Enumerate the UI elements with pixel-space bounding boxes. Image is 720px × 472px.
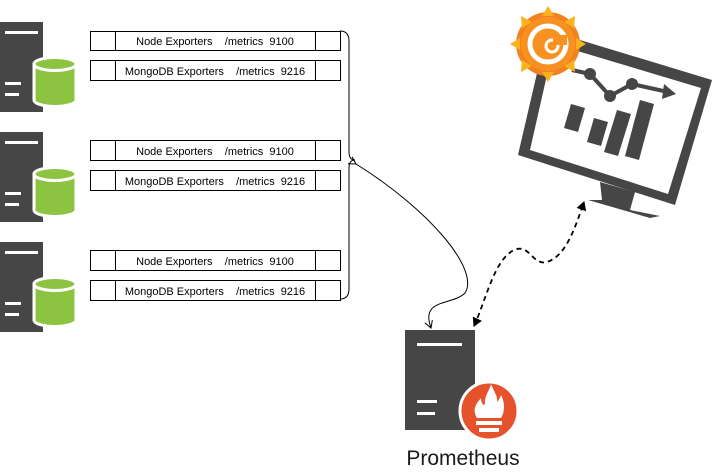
prometheus-server xyxy=(405,330,520,442)
server-database-icon xyxy=(0,20,78,114)
server-database-icon xyxy=(0,240,78,334)
exporter-label: Node Exporters /metrics 9100 xyxy=(136,146,294,158)
exporters-bracket xyxy=(339,30,356,300)
query-connector xyxy=(472,201,587,327)
exporter-box-2: MongoDB Exporters /metrics 9216 xyxy=(90,60,341,81)
exporter-label: MongoDB Exporters /metrics 9216 xyxy=(125,176,305,188)
exporter-label: MongoDB Exporters /metrics 9216 xyxy=(125,66,305,78)
exporter-box-4: MongoDB Exporters /metrics 9216 xyxy=(90,170,341,191)
server-group-2 xyxy=(0,130,78,224)
exporter-label: MongoDB Exporters /metrics 9216 xyxy=(125,286,305,298)
prometheus-label: Prometheus xyxy=(406,447,519,470)
prometheus-flame-icon xyxy=(458,380,520,442)
scrape-connector xyxy=(347,156,469,329)
monitor-chart-icon xyxy=(518,30,712,218)
exporter-box-5: Node Exporters /metrics 9100 xyxy=(90,250,341,271)
exporter-box-1: Node Exporters /metrics 9100 xyxy=(90,31,341,51)
exporter-label: Node Exporters /metrics 9100 xyxy=(136,36,294,48)
server-database-icon xyxy=(0,130,78,224)
exporter-box-3: Node Exporters /metrics 9100 xyxy=(90,140,341,161)
exporter-box-6: MongoDB Exporters /metrics 9216 xyxy=(90,280,341,301)
server-group-3 xyxy=(0,240,78,334)
grafana-logo-icon xyxy=(510,6,586,82)
server-group-1 xyxy=(0,20,78,114)
exporter-label: Node Exporters /metrics 9100 xyxy=(136,256,294,268)
